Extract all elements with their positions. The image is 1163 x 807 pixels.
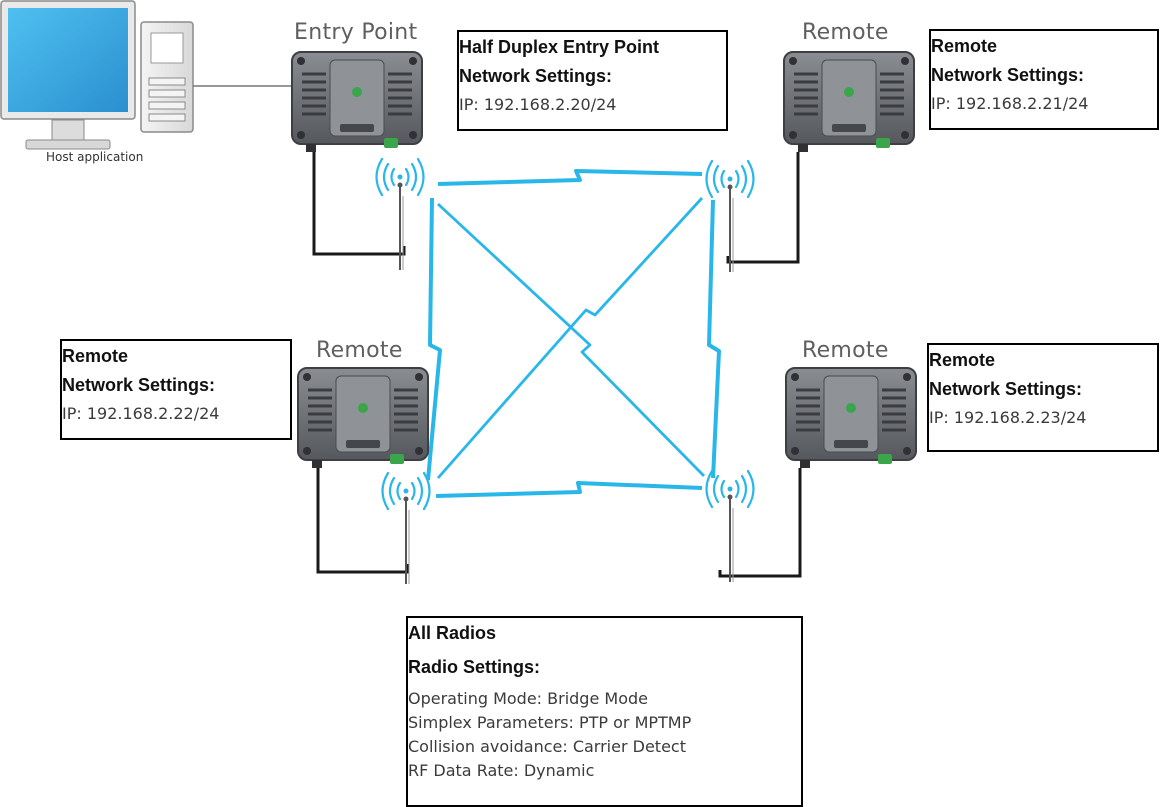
all-radios-settings-box: All Radios Radio Settings: Operating Mod… (406, 616, 803, 807)
rf-link-top (437, 169, 703, 186)
rf-link-right (707, 199, 721, 479)
entry-point-antenna-icon (396, 181, 404, 271)
entry-point-radio-icon (290, 50, 424, 154)
remote-bottom-right-settings-title: Remote (929, 350, 996, 370)
remote-bottom-left-ip: IP: 192.168.2.22/24 (62, 404, 220, 423)
entry-point-ip: IP: 192.168.2.20/24 (459, 95, 617, 114)
remote-bottom-left-settings-box: Remote Network Settings: IP: 192.168.2.2… (60, 339, 292, 440)
entry-point-settings-title: Half Duplex Entry Point (459, 37, 660, 57)
remote-top-right-settings-title: Remote (931, 36, 998, 56)
remote-bottom-left-cable (316, 468, 410, 574)
remote-top-right-network-settings-heading: Network Settings: (931, 65, 1085, 85)
setting-collision-avoidance: Collision avoidance: Carrier Detect (408, 737, 686, 756)
setting-simplex-parameters: Simplex Parameters: PTP or MPTMP (408, 713, 692, 732)
remote-top-right-settings-box: Remote Network Settings: IP: 192.168.2.2… (929, 29, 1159, 130)
rf-link-diagonal-1 (437, 202, 705, 477)
entry-point-label: Entry Point (294, 20, 418, 45)
remote-bottom-right-network-settings-heading: Network Settings: (929, 379, 1083, 399)
remote-top-right-ip: IP: 192.168.2.21/24 (931, 94, 1089, 113)
remote-top-right-radio-icon (782, 50, 916, 154)
remote-bottom-right-radio-icon (784, 366, 918, 470)
remote-bottom-right-antenna-icon (726, 493, 734, 583)
remote-top-right-cable (726, 152, 800, 264)
rf-link-left (426, 197, 442, 481)
radio-settings-heading: Radio Settings: (408, 657, 541, 677)
rf-link-bottom (435, 481, 703, 498)
host-computer-icon (0, 0, 194, 150)
setting-rf-data-rate: RF Data Rate: Dynamic (408, 761, 595, 780)
entry-point-cable (312, 152, 406, 256)
remote-bottom-right-cable (718, 468, 802, 578)
remote-bottom-right-label: Remote (802, 338, 889, 363)
remote-bottom-left-settings-title: Remote (62, 346, 129, 366)
remote-top-right-label: Remote (802, 20, 889, 45)
remote-bottom-left-radio-icon (296, 366, 430, 470)
all-radios-title: All Radios (408, 623, 497, 643)
remote-bottom-left-label: Remote (316, 338, 403, 363)
remote-bottom-right-ip: IP: 192.168.2.23/24 (929, 408, 1087, 427)
remote-bottom-right-settings-box: Remote Network Settings: IP: 192.168.2.2… (927, 343, 1159, 452)
remote-bottom-left-network-settings-heading: Network Settings: (62, 375, 216, 395)
rf-links (426, 169, 721, 498)
entry-point-network-settings-heading: Network Settings: (459, 66, 613, 86)
setting-operating-mode: Operating Mode: Bridge Mode (408, 689, 648, 708)
rf-link-diagonal-2 (436, 197, 704, 479)
entry-point-settings-box: Half Duplex Entry Point Network Settings… (457, 30, 728, 131)
host-application-label: Host application (46, 150, 144, 164)
